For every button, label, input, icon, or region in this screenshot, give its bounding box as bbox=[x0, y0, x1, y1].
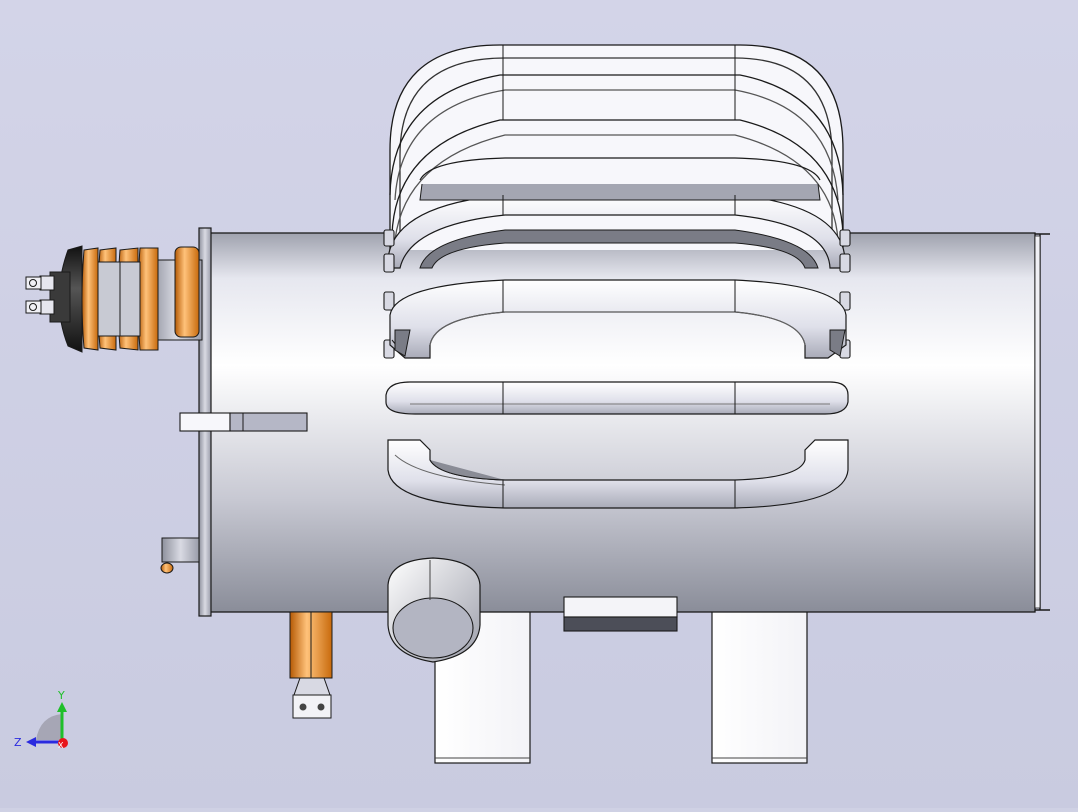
bottom-pipe-connector[interactable] bbox=[289, 611, 333, 719]
round-valve-cap[interactable] bbox=[387, 557, 481, 663]
coil-ring-2[interactable] bbox=[389, 279, 847, 359]
insulator-fins bbox=[81, 247, 159, 351]
terminal-lugs bbox=[25, 276, 42, 314]
drain-plug[interactable] bbox=[160, 537, 200, 574]
coil-inner-shadows bbox=[394, 229, 846, 357]
triad-y-label: Y bbox=[57, 689, 65, 702]
terminal-assembly[interactable] bbox=[25, 245, 203, 353]
coil-segment-lines bbox=[502, 45, 736, 508]
tank-end-bracket-right[interactable] bbox=[1034, 233, 1050, 611]
support-leg-right[interactable] bbox=[711, 607, 808, 764]
coordinate-triad-icon: Y Z X bbox=[14, 689, 68, 750]
coil-ring-3[interactable] bbox=[385, 381, 849, 415]
triad-x-label: X bbox=[58, 741, 64, 750]
side-nozzle[interactable] bbox=[179, 412, 308, 432]
mounting-plate[interactable] bbox=[563, 596, 678, 632]
triad-z-label: Z bbox=[14, 736, 22, 749]
coil-ring-1[interactable] bbox=[387, 157, 846, 269]
